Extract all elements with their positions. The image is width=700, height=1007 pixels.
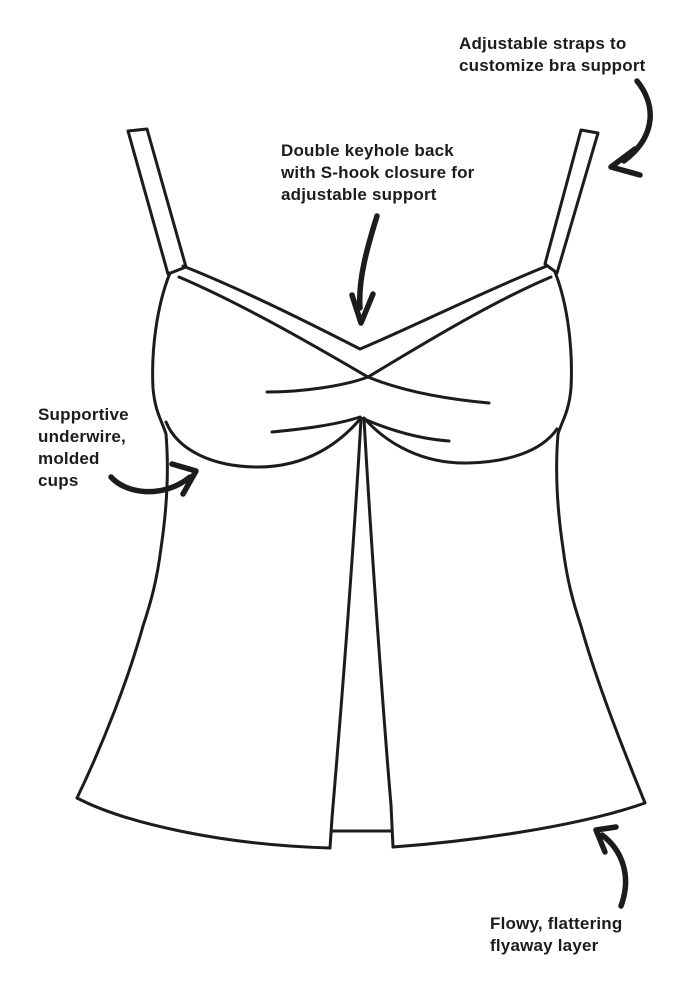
neckline-upper-left (181, 264, 362, 351)
split-right-edge (362, 417, 395, 849)
neckline-upper-right (358, 264, 549, 351)
left-side-seam (75, 271, 172, 800)
left-hem (75, 796, 332, 850)
label-supportive-underwire: Supportive underwire, molded cups (38, 405, 129, 490)
left-strap (126, 127, 188, 276)
label-adjustable-straps: Adjustable straps to customize bra suppo… (459, 34, 646, 75)
arrow-to-cup-icon (108, 461, 199, 497)
neckline-lower-right (265, 275, 553, 394)
label-keyhole-back: Double keyhole back with S-hook closure … (281, 141, 475, 204)
right-hem (391, 801, 647, 849)
right-strap (543, 128, 600, 275)
arrow-to-strap-icon (608, 78, 653, 178)
twist-wrinkle-left (270, 415, 362, 434)
arrow-to-keyhole-icon (349, 213, 380, 326)
split-left-edge (328, 417, 363, 850)
right-underwire-seam (362, 416, 559, 465)
right-side-seam (553, 270, 647, 805)
neckline-lower-left (177, 275, 491, 405)
label-flyaway-layer: Flowy, flattering flyaway layer (490, 914, 623, 955)
arrow-to-hem-icon (593, 824, 629, 909)
garment-outline (75, 127, 647, 850)
twist-wrinkle-right (362, 417, 451, 443)
left-underwire-seam (164, 416, 363, 469)
